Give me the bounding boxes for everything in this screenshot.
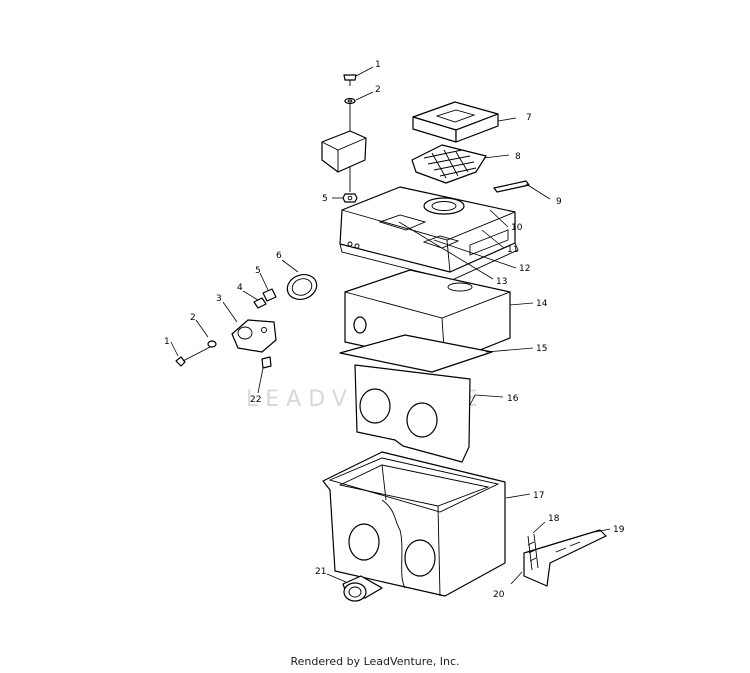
spring-part [253, 297, 267, 309]
left-washer-part [207, 340, 217, 348]
washer-part [344, 97, 356, 105]
callout-4-left: 4 [237, 283, 243, 293]
callout-21: 21 [315, 567, 326, 577]
airbox-lid-part [339, 186, 519, 281]
callout-2-top: 2 [375, 85, 381, 95]
valve-body-part [231, 319, 277, 353]
filter-screen-part [411, 144, 487, 184]
small-fitting-part [261, 356, 272, 369]
callout-14: 14 [536, 299, 548, 309]
callout-16: 16 [507, 394, 519, 404]
gasket-sheet-part [339, 334, 493, 373]
nut-part [342, 193, 358, 203]
baffle-plate-part [354, 364, 471, 463]
intake-boot-part [342, 575, 383, 602]
callout-7: 7 [526, 113, 532, 123]
callout-19: 19 [613, 525, 625, 535]
callout-12: 12 [519, 264, 530, 274]
strip-part [493, 180, 530, 193]
callout-5-top: 5 [322, 194, 328, 204]
callout-22: 22 [250, 395, 261, 405]
bracket-part [523, 529, 607, 587]
left-bolt-part [175, 345, 213, 367]
insert-part [262, 288, 277, 302]
callout-6-left: 6 [276, 251, 282, 261]
callout-10: 10 [511, 223, 523, 233]
callout-5-left: 5 [255, 266, 261, 276]
cover-cap-part [321, 130, 367, 173]
callout-15: 15 [536, 344, 547, 354]
filter-element-part [412, 101, 499, 143]
callout-1-top: 1 [375, 60, 381, 70]
callout-13: 13 [496, 277, 507, 287]
callout-11: 11 [507, 245, 518, 255]
bolt-part [343, 74, 357, 86]
o-ring-seal-part [286, 274, 318, 300]
callout-20: 20 [493, 590, 505, 600]
callout-3-left: 3 [216, 294, 222, 304]
callout-1-left: 1 [164, 337, 170, 347]
callout-18: 18 [548, 514, 560, 524]
leader-lines [170, 66, 611, 585]
callout-labels: 1 2 5 7 8 9 10 11 12 13 14 15 16 17 18 1… [164, 60, 625, 600]
airbox-housing-part [322, 451, 506, 597]
callout-2-left: 2 [190, 313, 196, 323]
callout-17: 17 [533, 491, 544, 501]
footer-credit: Rendered by LeadVenture, Inc. [290, 655, 460, 668]
callout-8: 8 [515, 152, 521, 162]
callout-9: 9 [556, 197, 562, 207]
spring-clip-part [527, 533, 539, 571]
